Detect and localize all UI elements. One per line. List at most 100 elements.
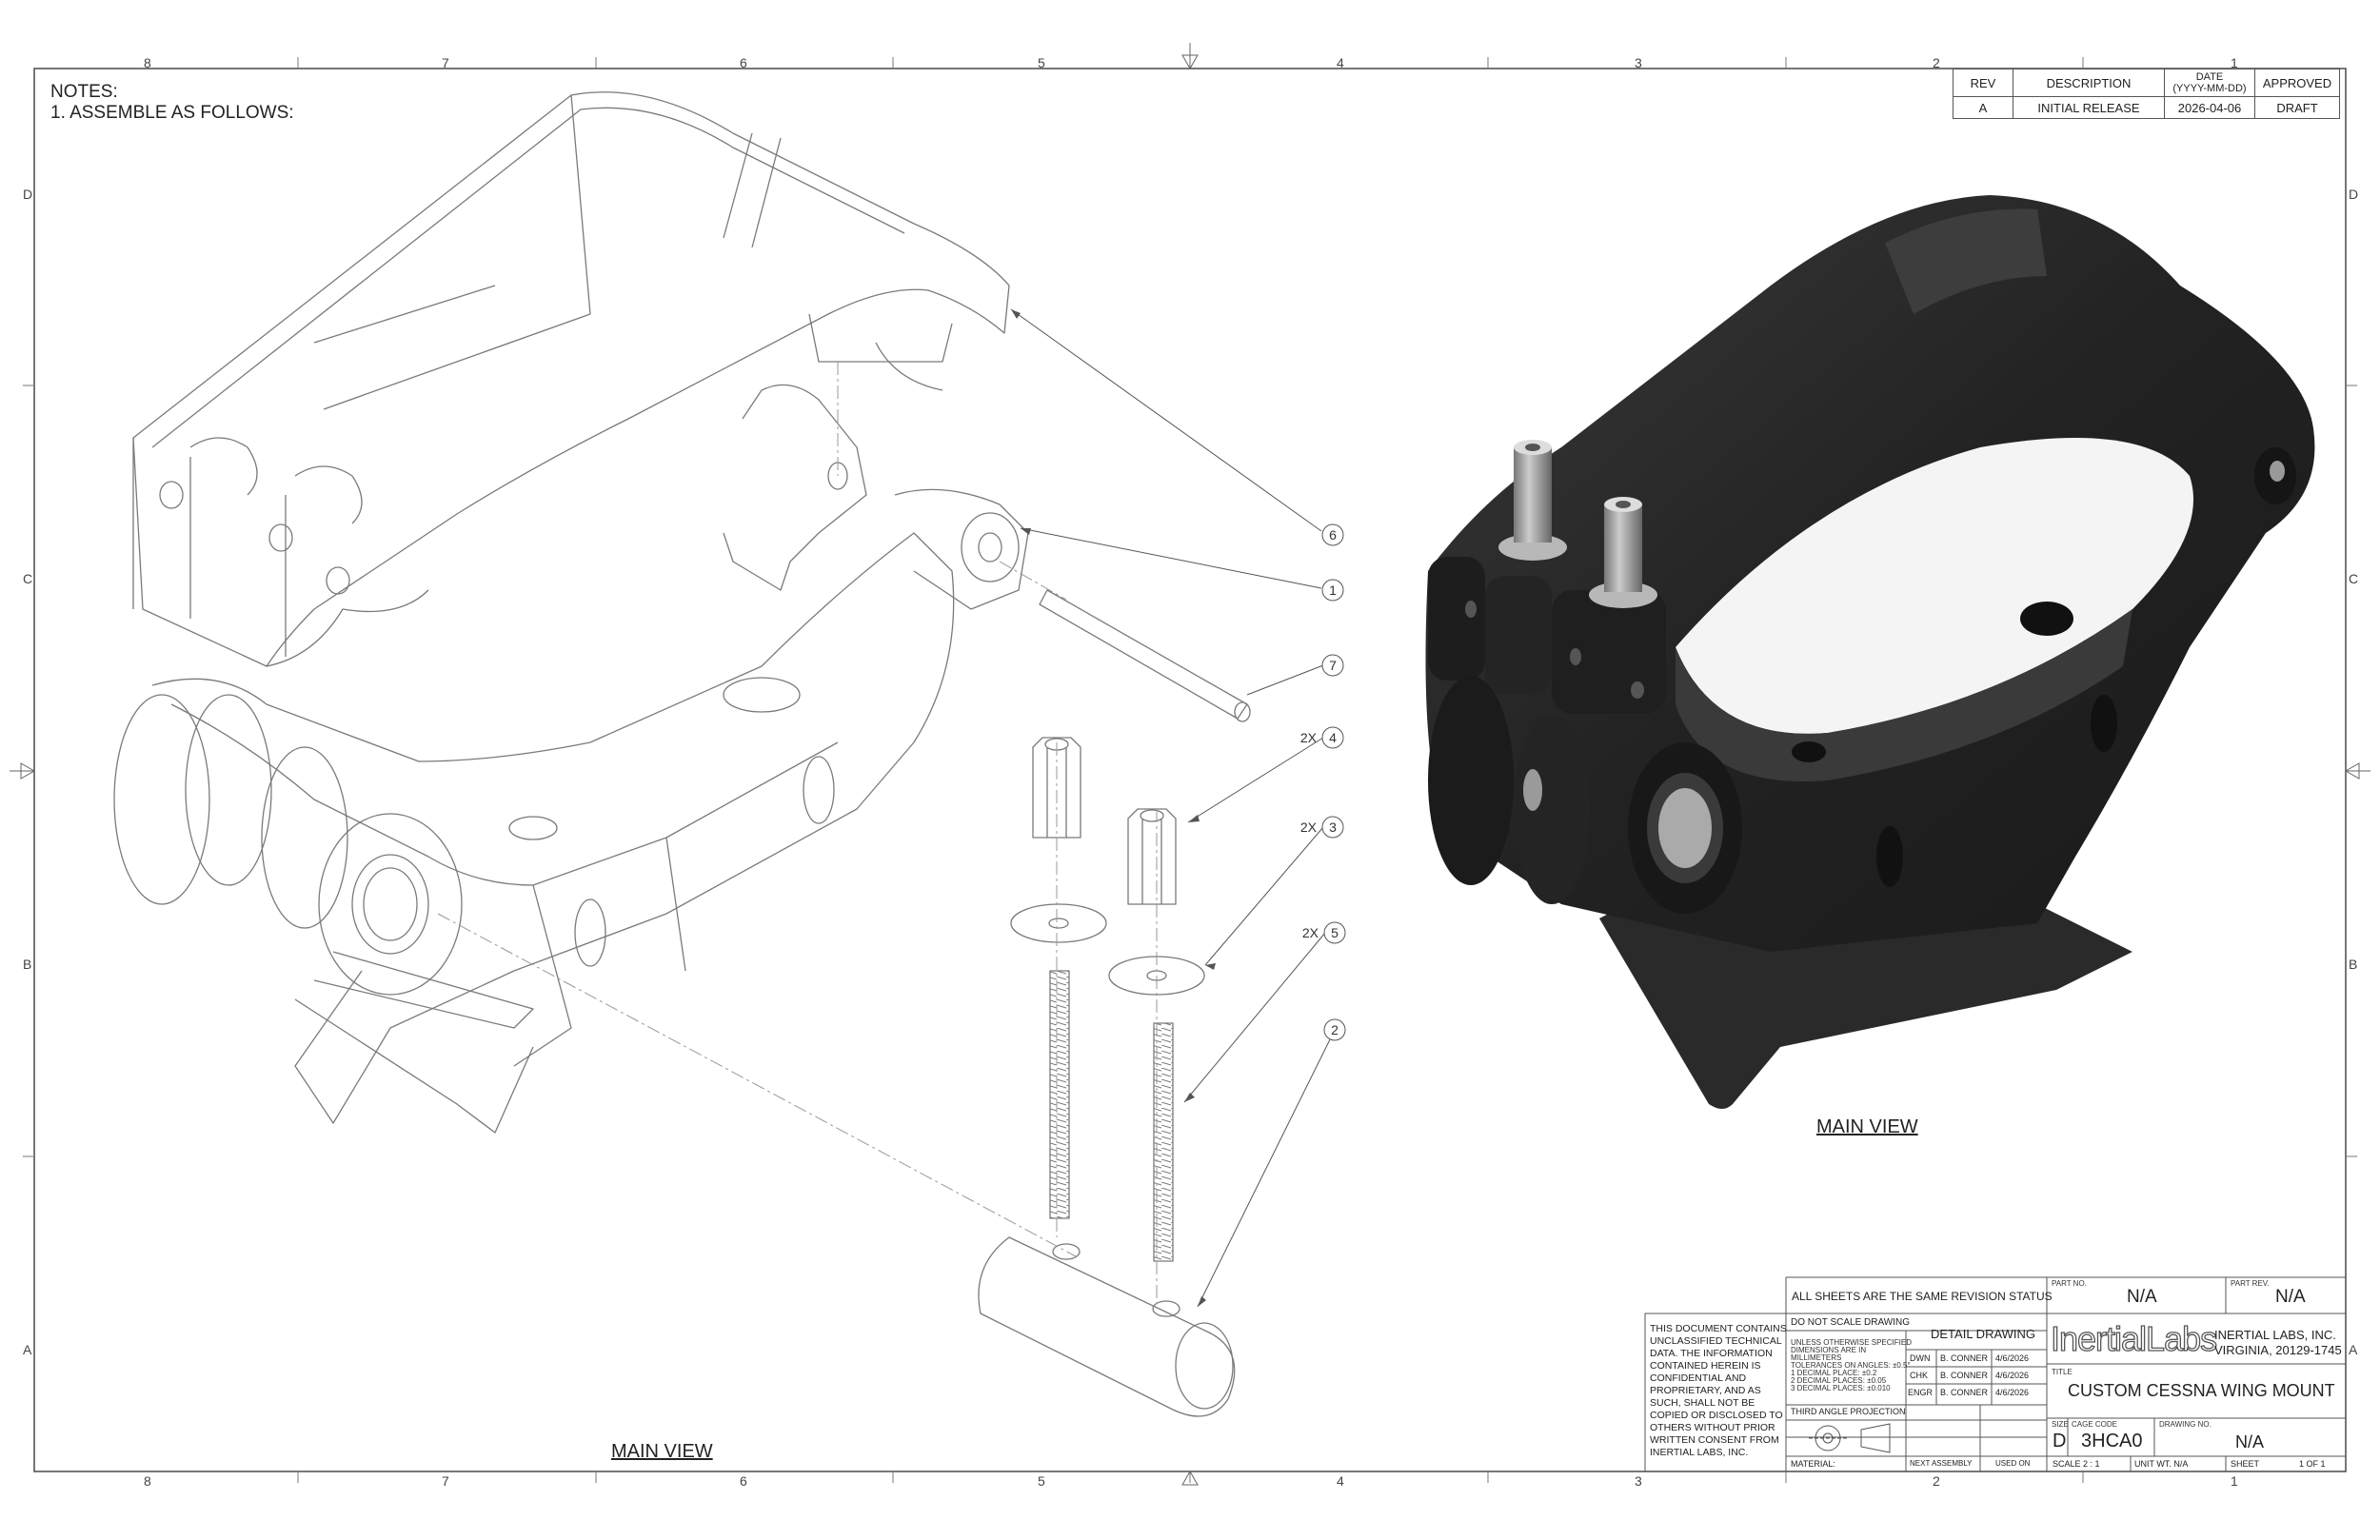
rendered-assembly-view bbox=[1425, 195, 2315, 1109]
confidentiality-notice: THIS DOCUMENT CONTAINS UNCLASSIFIED TECH… bbox=[1650, 1323, 1787, 1458]
part-no-value: N/A bbox=[2127, 1287, 2157, 1307]
approved-value: DRAFT bbox=[2254, 96, 2340, 119]
balloon-1 bbox=[1321, 579, 1344, 602]
zone-row-a-right: A bbox=[2349, 1342, 2358, 1357]
rev-value: A bbox=[1953, 96, 2013, 119]
chk-label: CHK bbox=[1910, 1371, 1929, 1380]
balloon-5 bbox=[1323, 921, 1346, 944]
upper-clamp-part bbox=[132, 91, 1010, 667]
balloon-number-1: 1 bbox=[1329, 582, 1337, 598]
tolerance-line-5: 1 DECIMAL PLACE: ±0.2 bbox=[1791, 1369, 1877, 1377]
zone-col-2-bottom: 2 bbox=[1933, 1473, 1940, 1489]
unit-weight: UNIT WT. N/A bbox=[2134, 1459, 2189, 1469]
description-value: INITIAL RELEASE bbox=[2013, 96, 2165, 119]
zone-col-3-bottom: 3 bbox=[1635, 1473, 1642, 1489]
part-no-label: PART NO. bbox=[2052, 1279, 2087, 1288]
part-rev-label: PART REV. bbox=[2231, 1279, 2270, 1288]
rev-header: REV bbox=[1953, 69, 2013, 97]
zone-col-5-bottom: 5 bbox=[1038, 1473, 1045, 1489]
drawing-no-value: N/A bbox=[2235, 1432, 2265, 1451]
zone-col-2: 2 bbox=[1933, 55, 1940, 70]
tolerance-line-4: TOLERANCES ON ANGLES: ±0.5° bbox=[1791, 1361, 1911, 1370]
tolerance-line-7: 3 DECIMAL PLACES: ±0.010 bbox=[1791, 1384, 1891, 1392]
balloon-number-5: 5 bbox=[1331, 925, 1339, 940]
zone-col-7: 7 bbox=[442, 55, 449, 70]
next-assembly-label: NEXT ASSEMBLY bbox=[1910, 1459, 1973, 1468]
third-angle-label: THIRD ANGLE PROJECTION bbox=[1791, 1407, 1906, 1416]
notes-heading: NOTES: bbox=[50, 82, 118, 102]
date-header-line-2: (YYYY-MM-DD) bbox=[2172, 83, 2247, 94]
description-header: DESCRIPTION bbox=[2013, 69, 2165, 97]
zone-col-1: 1 bbox=[2231, 55, 2238, 70]
zone-col-6: 6 bbox=[740, 55, 747, 70]
sheet-border bbox=[10, 43, 2370, 1486]
tolerance-line-3: MILLIMETERS bbox=[1791, 1353, 1842, 1362]
do-not-scale: DO NOT SCALE DRAWING bbox=[1791, 1317, 1911, 1328]
same-revision-status: ALL SHEETS ARE THE SAME REVISION STATUS bbox=[1792, 1290, 2053, 1303]
company-logo: InertialLabs bbox=[2050, 1318, 2217, 1358]
title-block-grid bbox=[1644, 1276, 2347, 1472]
engr-label: ENGR bbox=[1908, 1388, 1934, 1397]
sheet-label: SHEET bbox=[2231, 1459, 2260, 1469]
part-rev-value: N/A bbox=[2275, 1287, 2306, 1307]
main-view-label-left: MAIN VIEW bbox=[611, 1441, 713, 1462]
size-value: D bbox=[2053, 1431, 2067, 1451]
detail-drawing: DETAIL DRAWING bbox=[1931, 1327, 2036, 1341]
balloon-number-6: 6 bbox=[1329, 527, 1337, 543]
balloon-number-7: 7 bbox=[1329, 658, 1337, 673]
cage-label: CAGE CODE bbox=[2072, 1420, 2118, 1429]
balloon-qty-4: 2X bbox=[1300, 730, 1318, 745]
third-angle-projection-icon bbox=[1809, 1423, 1891, 1453]
balloon-2 bbox=[1323, 1018, 1346, 1041]
zone-row-c-right: C bbox=[2349, 571, 2359, 586]
balloon-qty-3: 2X bbox=[1300, 819, 1318, 835]
sheet-value: 1 OF 1 bbox=[2299, 1459, 2326, 1469]
main-view-label-right: MAIN VIEW bbox=[1816, 1116, 1918, 1137]
revision-table: REV DESCRIPTION DATE(YYYY-MM-DD) APPROVE… bbox=[1953, 69, 2340, 119]
zone-col-4: 4 bbox=[1337, 55, 1344, 70]
title-label: TITLE bbox=[2052, 1368, 2073, 1376]
engr-date: 4/6/2026 bbox=[1995, 1388, 2030, 1397]
material-label: MATERIAL: bbox=[1791, 1459, 1835, 1469]
exploded-view bbox=[113, 91, 1336, 1417]
standoff-hardware bbox=[1010, 737, 1205, 1262]
company-address: VIRGINIA, 20129-1745 bbox=[2214, 1343, 2342, 1357]
zone-row-c: C bbox=[23, 571, 33, 586]
used-on-label: USED ON bbox=[1995, 1459, 2031, 1468]
zone-col-8-bottom: 8 bbox=[144, 1473, 151, 1489]
barrel-nut-part bbox=[978, 1236, 1236, 1417]
date-header: DATE(YYYY-MM-DD) bbox=[2164, 69, 2255, 97]
render-knuckles bbox=[1428, 557, 1742, 914]
tolerance-line-6: 2 DECIMAL PLACES: ±0.05 bbox=[1791, 1376, 1887, 1385]
zone-col-3: 3 bbox=[1635, 55, 1642, 70]
drawing-title: CUSTOM CESSNA WING MOUNT bbox=[2068, 1381, 2335, 1400]
zone-row-d-right: D bbox=[2349, 187, 2359, 202]
hinge-lug-part bbox=[723, 384, 1029, 610]
notes-line-1: 1. ASSEMBLE AS FOLLOWS: bbox=[50, 103, 294, 123]
cage-value: 3HCA0 bbox=[2081, 1431, 2143, 1451]
engr-name: B. CONNER bbox=[1940, 1388, 1989, 1397]
balloon-4 bbox=[1321, 726, 1344, 749]
zone-col-6-bottom: 6 bbox=[740, 1473, 747, 1489]
chk-date: 4/6/2026 bbox=[1995, 1371, 2030, 1380]
company-name: INERTIAL LABS, INC. bbox=[2214, 1328, 2336, 1342]
chk-name: B. CONNER bbox=[1940, 1371, 1989, 1380]
approved-header: APPROVED bbox=[2254, 69, 2340, 97]
lower-base-part bbox=[113, 532, 955, 1134]
zone-row-d: D bbox=[23, 187, 33, 202]
scale-value: SCALE 2 : 1 bbox=[2053, 1459, 2100, 1469]
balloon-number-3: 3 bbox=[1329, 819, 1337, 835]
zone-row-a: A bbox=[23, 1342, 32, 1357]
date-value: 2026-04-06 bbox=[2164, 96, 2255, 119]
render-standoffs bbox=[1498, 440, 1657, 608]
size-label: SIZE bbox=[2052, 1420, 2069, 1429]
dwn-label: DWN bbox=[1910, 1353, 1931, 1363]
zone-col-8: 8 bbox=[144, 55, 151, 70]
drawing-no-label: DRAWING NO. bbox=[2159, 1420, 2211, 1429]
zone-row-b: B bbox=[23, 957, 32, 972]
pin-part bbox=[1039, 589, 1251, 722]
balloon-7 bbox=[1321, 654, 1344, 677]
balloon-6 bbox=[1321, 523, 1344, 546]
